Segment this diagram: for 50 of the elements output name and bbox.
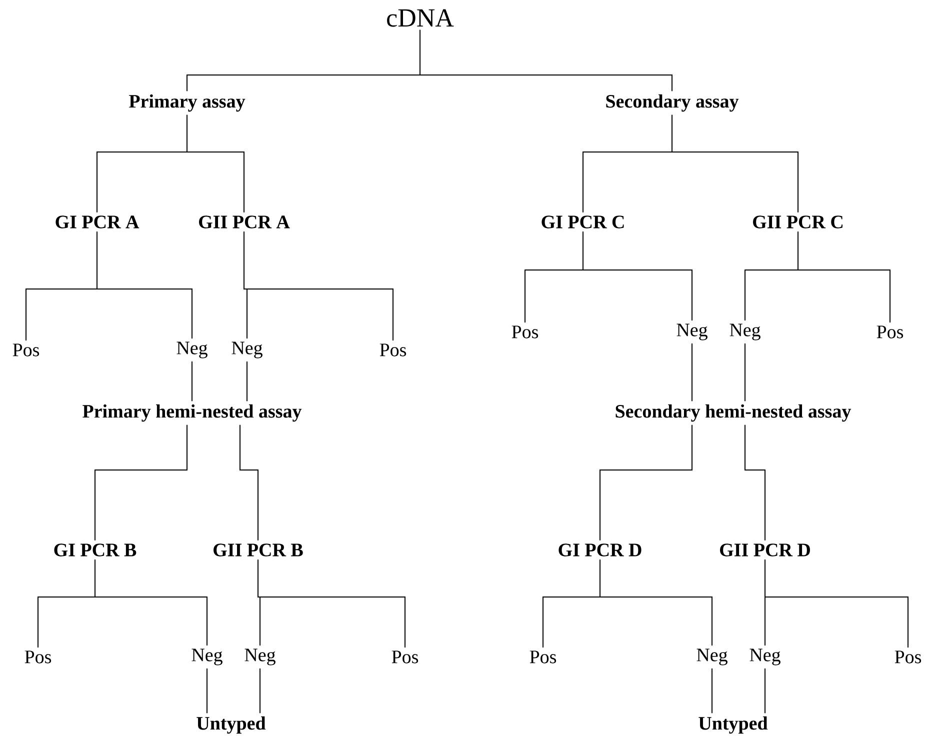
connector-line — [672, 114, 798, 213]
step-label: Primary hemi-nested assay — [82, 404, 302, 422]
connector-line — [258, 559, 406, 648]
result-label: Neg — [676, 324, 708, 340]
connector-line — [94, 424, 188, 541]
result-label: Pos — [392, 650, 418, 664]
step-label: GI PCR B — [54, 544, 136, 556]
connector-line — [764, 668, 766, 714]
step-label: Primary assay — [129, 94, 246, 112]
connector-line — [744, 342, 746, 402]
step-label: Untyped — [196, 716, 266, 734]
connector-line — [96, 231, 192, 340]
step-label: GII PCR B — [214, 544, 303, 556]
step-label: GII PCR C — [753, 216, 842, 228]
step-label: GII PCR D — [720, 544, 810, 556]
connector-line — [744, 424, 766, 541]
result-label: Pos — [530, 650, 556, 664]
connector-line — [246, 360, 248, 402]
result-label: Neg — [176, 342, 208, 358]
result-label: Neg — [696, 648, 728, 666]
result-label: Neg — [730, 324, 760, 340]
connector-line — [420, 29, 672, 92]
result-label: Pos — [512, 326, 538, 338]
connector-line — [186, 114, 244, 213]
connector-line — [240, 424, 258, 541]
connector-line — [244, 231, 394, 341]
step-label: Secondary assay — [606, 94, 739, 112]
step-label: GI PCR D — [558, 544, 642, 556]
connector-line — [94, 559, 208, 646]
result-label: Neg — [192, 648, 222, 666]
result-label: Pos — [24, 650, 52, 664]
connector-line — [206, 668, 208, 714]
root-label: cDNA — [387, 9, 454, 27]
step-label: Untyped — [698, 716, 768, 734]
result-label: Neg — [232, 342, 262, 358]
connector-line — [798, 231, 890, 323]
result-label: Neg — [244, 648, 276, 666]
result-label: Neg — [750, 648, 780, 666]
step-label: GI PCR C — [542, 216, 624, 228]
connector-line — [600, 424, 692, 541]
result-label: Pos — [12, 344, 40, 356]
result-label: Pos — [876, 326, 904, 338]
connector-line — [764, 559, 908, 648]
step-label: GII PCR A — [199, 216, 290, 228]
result-label: Pos — [894, 650, 922, 664]
connector-line — [582, 231, 692, 322]
connector-line — [600, 559, 712, 646]
step-label: GI PCR A — [56, 216, 140, 228]
result-label: Pos — [380, 344, 406, 356]
step-label: Secondary hemi-nested assay — [616, 404, 852, 422]
